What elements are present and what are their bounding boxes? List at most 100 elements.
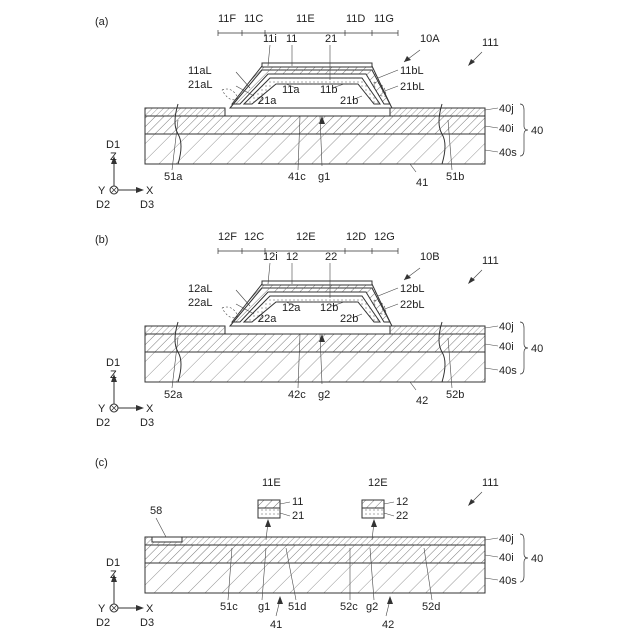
chip1-electrode	[258, 508, 280, 518]
label-device: 111	[482, 37, 499, 49]
label-center: 41c	[288, 171, 306, 183]
label-ebL: 22bL	[400, 299, 424, 311]
label-eb: 22b	[340, 313, 358, 325]
label-left-via: 51a	[164, 171, 183, 183]
svg-text:Y: Y	[98, 185, 106, 197]
region-label-c: 11C	[244, 13, 263, 25]
label-i: 11i	[263, 33, 277, 45]
label-52d: 52d	[422, 601, 440, 613]
label-g2: g2	[366, 601, 378, 613]
svg-text:Z: Z	[110, 369, 117, 381]
chip1-layer	[258, 500, 280, 508]
region-label-d: 11D	[346, 13, 365, 25]
label-41: 41	[270, 619, 282, 631]
label-bL: 11bL	[400, 65, 424, 77]
label-layer: 11	[286, 33, 297, 45]
layer-40j-right	[390, 108, 485, 116]
region-label-f: 11F	[218, 13, 236, 25]
label-center: 42c	[288, 389, 306, 401]
label-gap: g1	[318, 171, 330, 183]
label-trench: 41	[416, 177, 428, 189]
label-eaL: 22aL	[188, 297, 212, 309]
label-eaL: 21aL	[188, 79, 212, 91]
label-eb: 21b	[340, 95, 358, 107]
panel-label: (c)	[95, 457, 108, 469]
label-40s: 40s	[499, 365, 517, 377]
label-ebL: 21bL	[400, 81, 424, 93]
label-right-via: 52b	[446, 389, 464, 401]
svg-text:X: X	[146, 603, 154, 615]
label-ea: 21a	[258, 95, 277, 107]
label-40i: 40i	[499, 341, 514, 353]
label-right-via: 51b	[446, 171, 464, 183]
chip2-bottom: 22	[396, 510, 408, 522]
label-layer: 12	[286, 251, 298, 263]
chip1-label: 11E	[262, 477, 281, 489]
label-electrode: 22	[325, 251, 337, 263]
svg-text:D2: D2	[96, 617, 110, 629]
region-label-g: 11G	[374, 13, 394, 25]
svg-text:Z: Z	[110, 569, 117, 581]
label-b: 11b	[320, 84, 338, 96]
label-a: 11a	[282, 84, 300, 96]
panel-c: (c) 111 11E 11 21 12E 12 22 58	[95, 457, 543, 631]
label-left-via: 52a	[164, 389, 183, 401]
label-chip: 10B	[420, 251, 440, 263]
label-b: 12b	[320, 302, 338, 314]
svg-text:D1: D1	[106, 557, 120, 569]
svg-text:D1: D1	[106, 139, 120, 151]
label-40: 40	[531, 125, 543, 137]
label-a: 12a	[282, 302, 301, 314]
label-ea: 22a	[258, 313, 277, 325]
label-device: 111	[482, 477, 499, 489]
panel-b: (b) 12F 12C 12E 12D 12G	[95, 231, 543, 429]
chip2-layer	[362, 500, 384, 508]
svg-text:X: X	[146, 403, 154, 415]
layer-40j-left	[145, 326, 225, 334]
chip2-top: 12	[396, 496, 408, 508]
chip1-bottom: 21	[292, 510, 304, 522]
label-i: 12i	[263, 251, 278, 263]
panel-label: (a)	[95, 16, 108, 28]
region-label-d: 12D	[346, 231, 366, 243]
region-label-f: 12F	[218, 231, 237, 243]
panel-a: (a) 11F 11C 11E 11D 11G	[95, 13, 543, 211]
svg-text:X: X	[146, 185, 154, 197]
label-40: 40	[531, 343, 543, 355]
layer-40i	[145, 116, 485, 134]
region-label-c: 12C	[244, 231, 264, 243]
label-40j: 40j	[499, 103, 514, 115]
label-g1: g1	[258, 601, 270, 613]
svg-text:Z: Z	[110, 151, 117, 163]
svg-text:D1: D1	[106, 357, 120, 369]
label-40j: 40j	[499, 321, 514, 333]
svg-text:Y: Y	[98, 603, 106, 615]
svg-text:D2: D2	[96, 199, 110, 211]
layer-40i	[145, 334, 485, 352]
label-trench: 42	[416, 395, 428, 407]
label-51c: 51c	[220, 601, 238, 613]
region-label-e: 11E	[296, 13, 315, 25]
label-40i: 40i	[499, 552, 514, 564]
svg-text:D3: D3	[140, 417, 154, 429]
svg-text:D3: D3	[140, 199, 154, 211]
chip2-electrode	[362, 508, 384, 518]
label-marker: 58	[150, 505, 162, 517]
label-40: 40	[531, 553, 543, 565]
chip1-top: 11	[292, 496, 303, 508]
substrate-40s	[145, 563, 485, 593]
marker-58	[152, 537, 182, 542]
layer-40i	[145, 545, 485, 563]
label-40j: 40j	[499, 533, 514, 545]
label-electrode: 21	[325, 33, 337, 45]
label-chip: 10A	[420, 33, 440, 45]
substrate-40s	[145, 352, 485, 382]
layer-40j	[145, 537, 485, 545]
layer-40j-left	[145, 108, 225, 116]
chip2-label: 12E	[368, 477, 388, 489]
svg-text:D2: D2	[96, 417, 110, 429]
label-51d: 51d	[288, 601, 306, 613]
svg-text:Y: Y	[98, 403, 106, 415]
region-label-e: 12E	[296, 231, 316, 243]
